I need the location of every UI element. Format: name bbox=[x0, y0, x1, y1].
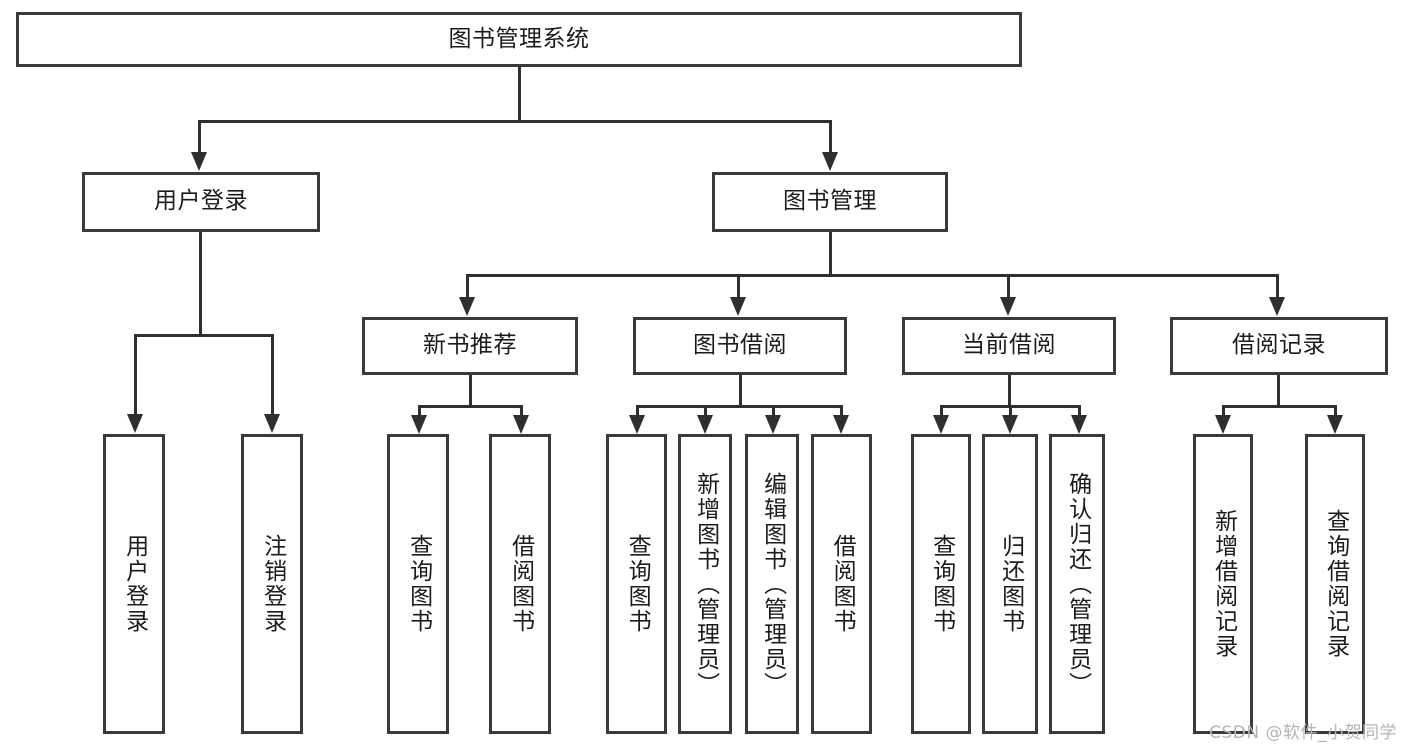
connector-current-stem bbox=[1008, 375, 1011, 405]
connector-recommend-to-borrow bbox=[520, 405, 523, 417]
leaf-query-book-current[interactable]: 查询图书 bbox=[911, 434, 971, 734]
node-label: 新增图书（管理员） bbox=[692, 471, 719, 697]
connector-bookmgmt-bus bbox=[466, 274, 1279, 277]
connector-bookmgmt-to-borrow bbox=[737, 274, 740, 299]
connector-login-to-leaf2 bbox=[271, 334, 274, 416]
connector-current-to-query bbox=[940, 405, 943, 417]
connector-root-to-bookmgmt bbox=[829, 120, 832, 154]
node-book-borrow[interactable]: 图书借阅 bbox=[633, 317, 847, 375]
arrowhead-bookmgmt-to-record bbox=[1269, 297, 1285, 316]
connector-borrow-to-lend bbox=[840, 405, 843, 417]
arrowhead-recommend-to-query bbox=[411, 415, 427, 434]
node-label: 借阅记录 bbox=[1232, 332, 1326, 359]
arrowhead-bookmgmt-to-borrow bbox=[730, 297, 746, 316]
node-label: 编辑图书（管理员） bbox=[759, 471, 786, 697]
node-book-management[interactable]: 图书管理 bbox=[712, 172, 948, 232]
node-label: 图书管理系统 bbox=[448, 25, 590, 52]
connector-record-bus bbox=[1222, 405, 1337, 408]
node-borrow-record[interactable]: 借阅记录 bbox=[1170, 317, 1388, 375]
connector-borrow-bus bbox=[636, 405, 842, 408]
connector-bookmgmt-to-current bbox=[1007, 274, 1010, 299]
connector-record-stem bbox=[1277, 375, 1280, 405]
arrowhead-login-to-leaf1 bbox=[127, 414, 143, 433]
connector-login-to-leaf1 bbox=[134, 334, 137, 416]
connector-recommend-bus bbox=[418, 405, 523, 408]
arrowhead-root-to-login bbox=[191, 152, 207, 171]
connector-borrow-to-add bbox=[704, 405, 707, 417]
leaf-query-book-borrow[interactable]: 查询图书 bbox=[606, 434, 667, 734]
node-label: 借阅图书 bbox=[829, 534, 856, 634]
arrowhead-record-to-query bbox=[1327, 415, 1343, 434]
arrowhead-current-to-query bbox=[933, 415, 949, 434]
arrowhead-borrow-to-add bbox=[697, 415, 713, 434]
node-label: 确认归还（管理员） bbox=[1064, 471, 1091, 697]
leaf-return-book[interactable]: 归还图书 bbox=[982, 434, 1038, 734]
connector-root-stem bbox=[518, 67, 521, 120]
leaf-edit-book-admin[interactable]: 编辑图书（管理员） bbox=[745, 434, 799, 734]
leaf-query-book-recommend[interactable]: 查询图书 bbox=[387, 434, 449, 734]
node-label: 归还图书 bbox=[997, 534, 1024, 634]
leaf-lend-book[interactable]: 借阅图书 bbox=[811, 434, 872, 734]
node-label: 注销登录 bbox=[259, 534, 286, 634]
leaf-user-login[interactable]: 用户登录 bbox=[103, 434, 165, 734]
node-user-login[interactable]: 用户登录 bbox=[82, 172, 320, 232]
arrowhead-current-to-return bbox=[1002, 415, 1018, 434]
connector-login-bus bbox=[134, 334, 271, 337]
connector-recommend-stem bbox=[469, 375, 472, 405]
connector-login-stem bbox=[199, 232, 202, 334]
connector-bookmgmt-to-record bbox=[1276, 274, 1279, 299]
node-label: 用户登录 bbox=[154, 188, 248, 215]
arrowhead-borrow-to-lend bbox=[833, 415, 849, 434]
arrowhead-bookmgmt-to-current bbox=[1000, 297, 1016, 316]
node-label: 查询图书 bbox=[405, 534, 432, 634]
connector-recommend-to-query bbox=[418, 405, 421, 417]
arrowhead-borrow-to-edit bbox=[765, 415, 781, 434]
connector-root-to-login bbox=[198, 120, 201, 154]
connector-record-to-query bbox=[1334, 405, 1337, 417]
node-label: 查询图书 bbox=[928, 534, 955, 634]
node-label: 新增借阅记录 bbox=[1210, 509, 1237, 659]
arrowhead-root-to-bookmgmt bbox=[822, 152, 838, 171]
arrowhead-record-to-add bbox=[1215, 415, 1231, 434]
leaf-confirm-return-admin[interactable]: 确认归还（管理员） bbox=[1049, 434, 1105, 734]
connector-bookmgmt-to-new bbox=[466, 274, 469, 299]
connector-record-to-add bbox=[1222, 405, 1225, 417]
node-new-book-recommend[interactable]: 新书推荐 bbox=[362, 317, 578, 375]
node-label: 借阅图书 bbox=[507, 534, 534, 634]
node-root-system[interactable]: 图书管理系统 bbox=[16, 12, 1022, 67]
node-current-borrow[interactable]: 当前借阅 bbox=[902, 317, 1116, 375]
node-label: 新书推荐 bbox=[423, 332, 517, 359]
connector-borrow-stem bbox=[739, 375, 742, 405]
arrowhead-borrow-to-query bbox=[629, 415, 645, 434]
connector-current-to-confirm bbox=[1078, 405, 1081, 417]
connector-current-to-return bbox=[1009, 405, 1012, 417]
arrowhead-login-to-leaf2 bbox=[264, 414, 280, 433]
arrowhead-bookmgmt-to-new bbox=[459, 297, 475, 316]
leaf-add-book-admin[interactable]: 新增图书（管理员） bbox=[678, 434, 732, 734]
connector-borrow-to-edit bbox=[772, 405, 775, 417]
node-label: 查询图书 bbox=[624, 534, 651, 634]
arrowhead-current-to-confirm bbox=[1071, 415, 1087, 434]
node-label: 图书管理 bbox=[783, 188, 877, 215]
node-label: 图书借阅 bbox=[693, 332, 787, 359]
connector-root-bus bbox=[198, 120, 832, 123]
node-label: 用户登录 bbox=[121, 534, 148, 634]
connector-bookmgmt-stem bbox=[829, 232, 832, 274]
leaf-logout[interactable]: 注销登录 bbox=[241, 434, 303, 734]
node-label: 查询借阅记录 bbox=[1322, 509, 1349, 659]
leaf-query-borrow-record[interactable]: 查询借阅记录 bbox=[1305, 434, 1365, 734]
csdn-watermark: CSDN @软件_小贺同学 bbox=[1209, 723, 1397, 743]
leaf-borrow-book-recommend[interactable]: 借阅图书 bbox=[489, 434, 551, 734]
connector-borrow-to-query bbox=[636, 405, 639, 417]
leaf-add-borrow-record[interactable]: 新增借阅记录 bbox=[1193, 434, 1253, 734]
arrowhead-recommend-to-borrow bbox=[513, 415, 529, 434]
node-label: 当前借阅 bbox=[962, 332, 1056, 359]
